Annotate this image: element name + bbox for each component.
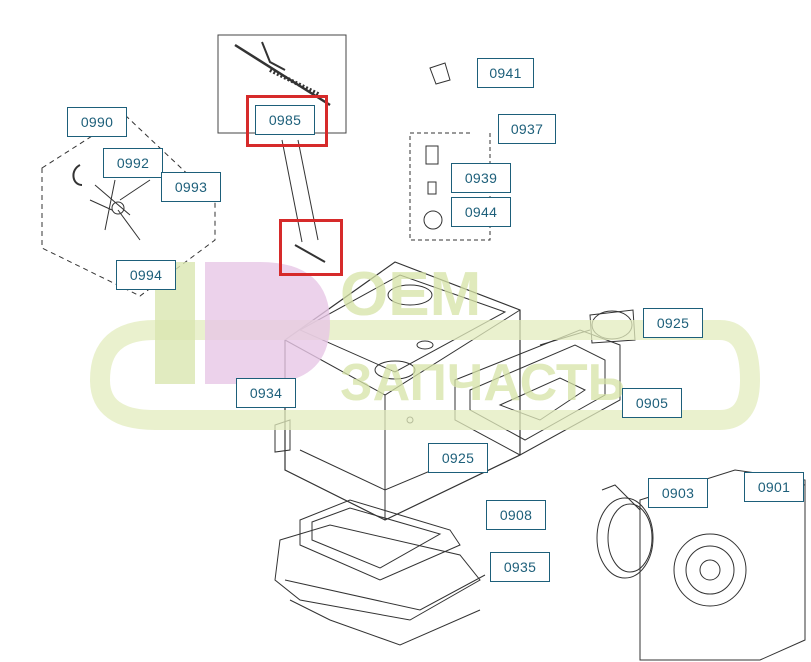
highlight-box-0985 [246,95,328,147]
part-label-0937[interactable]: 0937 [498,114,556,144]
part-label-0941[interactable]: 0941 [477,58,534,88]
part-label-0934[interactable]: 0934 [236,378,296,408]
part-label-0993[interactable]: 0993 [161,172,221,202]
part-label-0901[interactable]: 0901 [744,472,804,502]
part-label-0935[interactable]: 0935 [490,552,550,582]
part-label-0903[interactable]: 0903 [648,478,708,508]
part-label-0905[interactable]: 0905 [622,388,682,418]
highlight-box-part-detail [279,219,343,276]
part-label-0994[interactable]: 0994 [116,260,176,290]
part-label-0992[interactable]: 0992 [103,148,163,178]
part-label-0908[interactable]: 0908 [486,500,546,530]
part-label-0944[interactable]: 0944 [451,197,511,227]
part-label-0925-thermostat[interactable]: 0925 [643,308,703,338]
part-label-0925-lamp[interactable]: 0925 [428,443,488,473]
part-label-0985[interactable]: 0985 [255,105,315,135]
part-label-0939[interactable]: 0939 [451,163,511,193]
part-label-0990[interactable]: 0990 [67,107,127,137]
